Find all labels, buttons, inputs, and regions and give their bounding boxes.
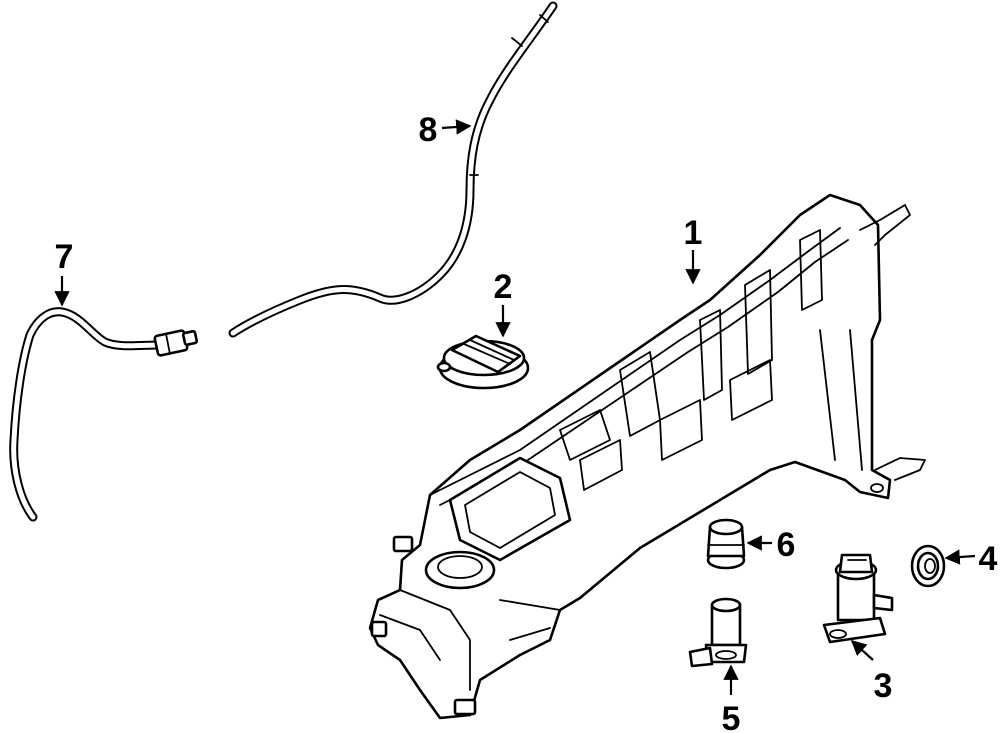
callout-2: 2 — [494, 268, 513, 306]
reservoir-cap — [436, 334, 530, 390]
leader-8 — [441, 119, 472, 135]
callout-5: 5 — [722, 700, 741, 733]
callout-7: 7 — [55, 238, 74, 276]
callout-3: 3 — [874, 667, 893, 705]
callout-6: 6 — [777, 526, 796, 564]
leader-4 — [944, 549, 976, 565]
sensor-grommet — [706, 518, 746, 570]
level-sensor — [688, 597, 748, 668]
washer-hose-front — [228, 1, 558, 338]
pump-grommet — [910, 544, 946, 588]
leader-3 — [850, 639, 874, 661]
washer-reservoir — [368, 193, 926, 720]
callout-4: 4 — [979, 540, 998, 578]
callout-labels: 1 2 3 4 5 6 7 8 — [55, 111, 998, 733]
leader-lines — [54, 119, 976, 695]
washer-hose-rear — [9, 307, 199, 522]
washer-pump — [822, 553, 894, 644]
callout-1: 1 — [684, 214, 703, 252]
callout-8: 8 — [419, 111, 438, 149]
